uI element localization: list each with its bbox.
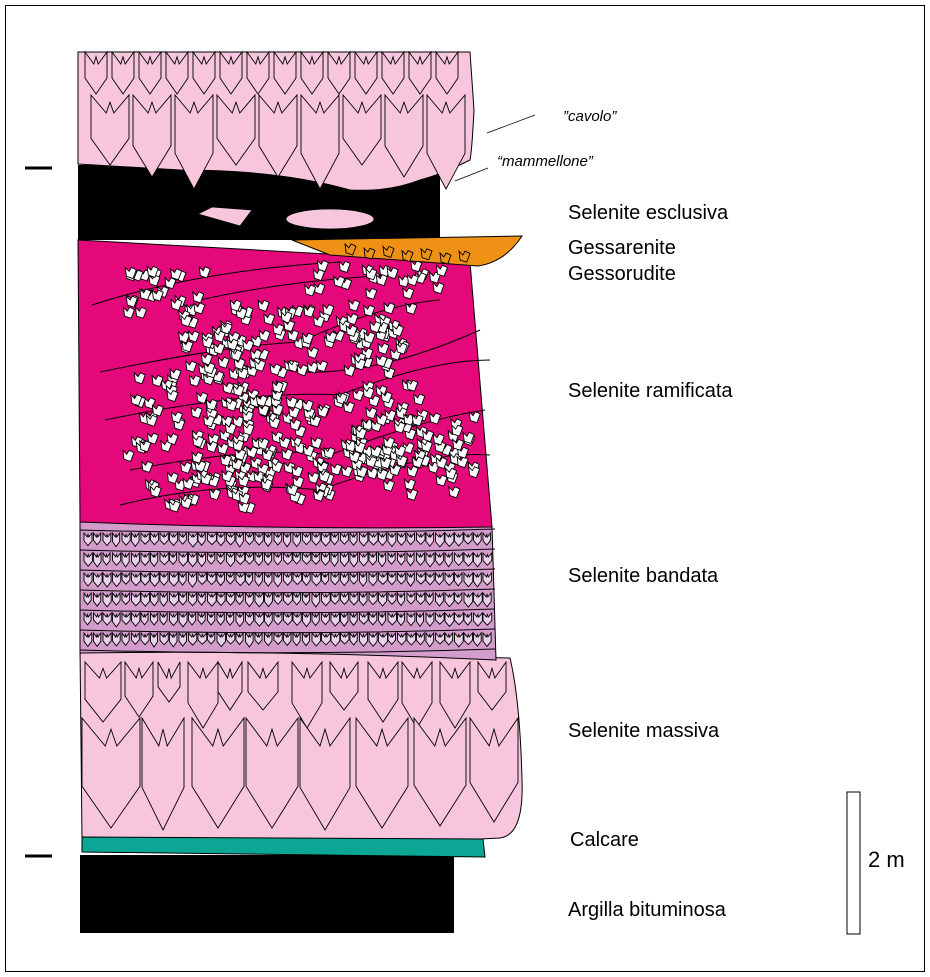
annotation-cavolo: ”cavolo”	[563, 108, 617, 125]
label-gessarenite: Gessarenite	[568, 237, 676, 259]
label-calcare: Calcare	[570, 829, 639, 851]
label-selenite-massiva: Selenite massiva	[568, 720, 720, 742]
label-gessorudite: Gessorudite	[568, 263, 676, 285]
label-selenite-ramificata: Selenite ramificata	[568, 380, 733, 402]
label-argilla-bituminosa: Argilla bituminosa	[568, 899, 727, 921]
scale-bar-label: 2 m	[868, 847, 905, 872]
clast-lens	[286, 209, 374, 229]
layer-argilla-bituminosa	[80, 855, 454, 933]
scale-bar	[847, 792, 860, 934]
annotation-mammellone: “mammellone”	[497, 153, 594, 170]
label-selenite-esclusiva: Selenite esclusiva	[568, 202, 729, 224]
label-selenite-bandata: Selenite bandata	[568, 565, 719, 587]
